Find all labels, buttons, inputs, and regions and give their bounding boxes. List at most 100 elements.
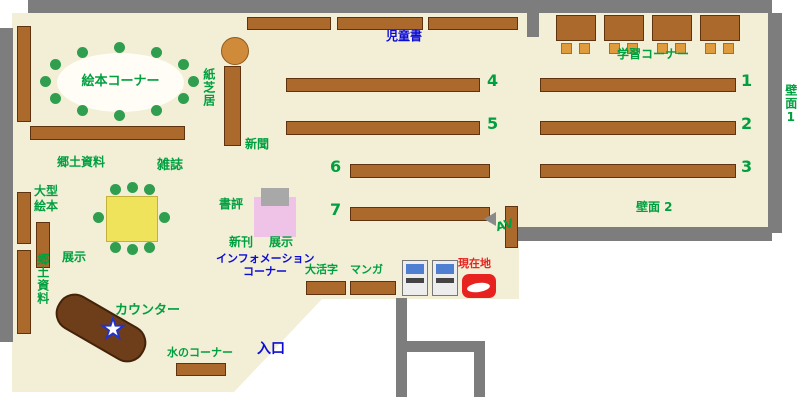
label-jido: 児童書 — [386, 29, 423, 43]
label-shinbun: 新聞 — [245, 137, 270, 151]
wall-corridor-mid — [407, 341, 485, 352]
terminal-slot — [436, 278, 454, 283]
chair-icon — [144, 242, 155, 253]
av-shelf — [505, 206, 518, 248]
label-info-line2: コーナー — [243, 265, 287, 278]
label-ogata-line1: 大型 — [34, 184, 59, 198]
jido-shelf-1 — [247, 17, 331, 30]
tenji-shelf — [36, 222, 50, 268]
label-gakushu-corner: 学習コーナー — [617, 47, 690, 61]
seat-icon — [627, 43, 638, 54]
wall-shelf-left-top — [17, 26, 31, 122]
chair-icon — [77, 47, 88, 58]
shelf-number-7: 7 — [330, 200, 342, 219]
wall-right — [768, 13, 782, 233]
terminal-icon — [432, 260, 458, 296]
shelf-number-3: 3 — [741, 157, 753, 176]
label-iriguchi: 入口 — [257, 341, 285, 357]
kyodo-side-shelf — [17, 250, 31, 334]
shelf-number-2: 2 — [741, 114, 753, 133]
chair-icon — [40, 76, 51, 87]
label-genzaichi: 現在地 — [458, 257, 491, 270]
chair-icon — [50, 93, 61, 104]
shelf-5 — [286, 121, 480, 135]
chair-icon — [127, 244, 138, 255]
shelf-number-4: 4 — [487, 71, 499, 90]
chair-icon — [178, 93, 189, 104]
seat-icon — [657, 43, 668, 54]
seat-icon — [609, 43, 620, 54]
label-counter: カウンター — [115, 303, 181, 318]
label-shinkan: 新刊 — [229, 235, 254, 249]
chair-icon — [110, 184, 121, 195]
chair-icon — [77, 105, 88, 116]
label-ehon-corner: 絵本コーナー — [81, 74, 160, 89]
manga-shelf — [350, 281, 396, 295]
wall-corridor-left — [396, 298, 407, 397]
shelf-number-5: 5 — [487, 114, 499, 133]
chair-icon — [93, 212, 104, 223]
terminal-slot — [406, 278, 424, 283]
label-mizu-corner: 水のコーナー — [167, 346, 233, 359]
kyodo-shelf — [30, 126, 185, 140]
label-daikatsuji: 大活字 — [305, 263, 338, 276]
study-desk — [652, 15, 692, 41]
seat-icon — [705, 43, 716, 54]
label-hekimen1: 壁面1 — [783, 84, 798, 125]
label-info-line1: インフォメーション — [216, 252, 315, 265]
label-manga: マンガ — [350, 263, 383, 276]
shelf-3 — [540, 164, 736, 178]
chair-icon — [159, 212, 170, 223]
shelf-1 — [540, 78, 736, 92]
shelf-number-6: 6 — [330, 157, 342, 176]
label-zasshi: 雑誌 — [157, 158, 184, 173]
seat-icon — [579, 43, 590, 54]
shelf-number-1: 1 — [741, 71, 753, 90]
arrow-icon — [484, 212, 496, 226]
shelf-6 — [350, 164, 490, 178]
terminal-screen — [436, 264, 454, 274]
shelf-2 — [540, 121, 736, 135]
shelf-4 — [286, 78, 480, 92]
display-board — [261, 188, 289, 206]
chair-icon — [151, 47, 162, 58]
ehon-corner-table — [57, 53, 184, 112]
chair-icon — [127, 182, 138, 193]
reading-table — [106, 196, 158, 242]
chair-icon — [178, 59, 189, 70]
label-kamishibai: 紙芝居 — [201, 68, 216, 107]
chair-icon — [110, 242, 121, 253]
label-hekimen2: 壁面 2 — [636, 200, 673, 214]
label-ogata-line2: 絵本 — [34, 199, 59, 213]
jido-shelf-3 — [428, 17, 518, 30]
label-tenji-center: 展示 — [269, 235, 294, 249]
marker-smile-icon — [466, 281, 491, 294]
terminal-screen — [406, 264, 424, 274]
mizu-shelf — [176, 363, 226, 376]
wall-bottom-right — [518, 227, 772, 241]
wall-stub-top — [527, 13, 539, 37]
kamishibai-table — [221, 37, 249, 65]
label-kyodo-top: 郷土資料 — [57, 155, 106, 169]
chair-icon — [144, 184, 155, 195]
chair-icon — [151, 105, 162, 116]
seat-icon — [723, 43, 734, 54]
daikatsuji-shelf — [306, 281, 346, 295]
ogata-shelf — [17, 192, 31, 244]
seat-icon — [675, 43, 686, 54]
study-desk — [700, 15, 740, 41]
chair-icon — [114, 110, 125, 121]
terminal-icon — [402, 260, 428, 296]
chair-icon — [114, 42, 125, 53]
study-desk — [604, 15, 644, 41]
label-shohyo: 書評 — [219, 197, 244, 211]
seat-icon — [561, 43, 572, 54]
wall-corridor-right — [474, 352, 485, 397]
label-kyodo-side: 郷土資料 — [35, 253, 50, 305]
label-tenji-left: 展示 — [62, 250, 87, 264]
jido-shelf-2 — [337, 17, 423, 30]
current-location-marker — [462, 274, 496, 298]
shelf-7 — [350, 207, 490, 221]
wall-left — [0, 28, 13, 342]
